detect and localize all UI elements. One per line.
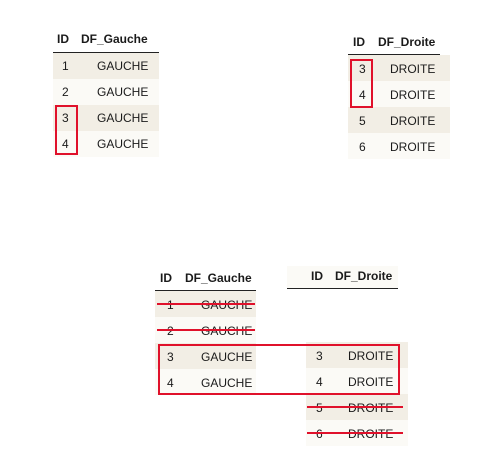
row-value: GAUCHE [201,298,253,312]
row-value: GAUCHE [201,324,253,338]
join-left-header: ID DF_Gauche [155,268,256,291]
row-id: 3 [316,349,323,363]
row-value: DROITE [348,401,394,415]
header-id: ID [311,269,323,283]
strike-left-row-1 [157,303,255,305]
row-id: 3 [167,350,174,364]
row-id: 3 [62,111,69,125]
header-id: ID [353,35,365,49]
row-value: DROITE [390,88,436,102]
table-row: 4 DROITE [306,368,408,394]
join-right-header: ID DF_Droite [287,266,398,289]
strike-left-row-2 [157,329,255,331]
header-df-gauche: DF_Gauche [185,271,252,285]
row-id: 1 [167,298,174,312]
table-row: 4 GAUCHE [155,369,256,395]
row-value: GAUCHE [97,59,149,73]
row-id: 6 [359,140,366,154]
row-id: 3 [359,62,366,76]
row-id: 4 [359,88,366,102]
table-row: 3 GAUCHE [53,105,159,131]
header-df-droite: DF_Droite [335,269,393,283]
row-value: DROITE [390,140,436,154]
table-row: 5 DROITE [348,107,450,133]
row-value: DROITE [348,375,394,389]
header-df-gauche: DF_Gauche [81,32,148,46]
right-key-highlight [350,59,373,108]
row-id: 6 [316,427,323,441]
row-id: 2 [167,324,174,338]
row-value: DROITE [390,62,436,76]
table-row: 4 GAUCHE [53,131,159,157]
row-value: GAUCHE [97,137,149,151]
strike-right-row-5 [307,406,403,408]
header-id: ID [57,32,69,46]
header-df-droite: DF_Droite [378,35,436,49]
row-value: DROITE [348,349,394,363]
join-left-table: ID DF_Gauche 1 GAUCHE 2 GAUCHE 3 GAUCHE … [155,268,256,395]
row-id: 1 [62,59,69,73]
table-row: 2 GAUCHE [53,79,159,105]
row-id: 5 [316,401,323,415]
table-row: 6 DROITE [348,133,450,159]
table-row: 3 GAUCHE [155,343,256,369]
row-value: DROITE [390,114,436,128]
row-id: 2 [62,85,69,99]
row-value: GAUCHE [97,111,149,125]
row-id: 4 [316,375,323,389]
inner-join-highlight [158,344,400,395]
row-value: DROITE [348,427,394,441]
strike-right-row-6 [307,432,403,434]
row-value: GAUCHE [201,376,253,390]
right-table: ID DF_Droite 3 DROITE 4 DROITE 5 DROITE … [348,33,450,159]
table-row: 1 GAUCHE [53,53,159,79]
row-id: 5 [359,114,366,128]
table-row: 4 DROITE [348,81,450,107]
left-table: ID DF_Gauche 1 GAUCHE 2 GAUCHE 3 GAUCHE … [53,30,159,158]
right-table-header: ID DF_Droite [348,33,440,55]
header-id: ID [160,271,172,285]
row-id: 4 [62,137,69,151]
table-row: 3 DROITE [306,342,408,368]
row-id: 4 [167,376,174,390]
left-key-highlight [55,105,78,155]
left-table-header: ID DF_Gauche [53,30,159,53]
row-value: GAUCHE [201,350,253,364]
row-value: GAUCHE [97,85,149,99]
